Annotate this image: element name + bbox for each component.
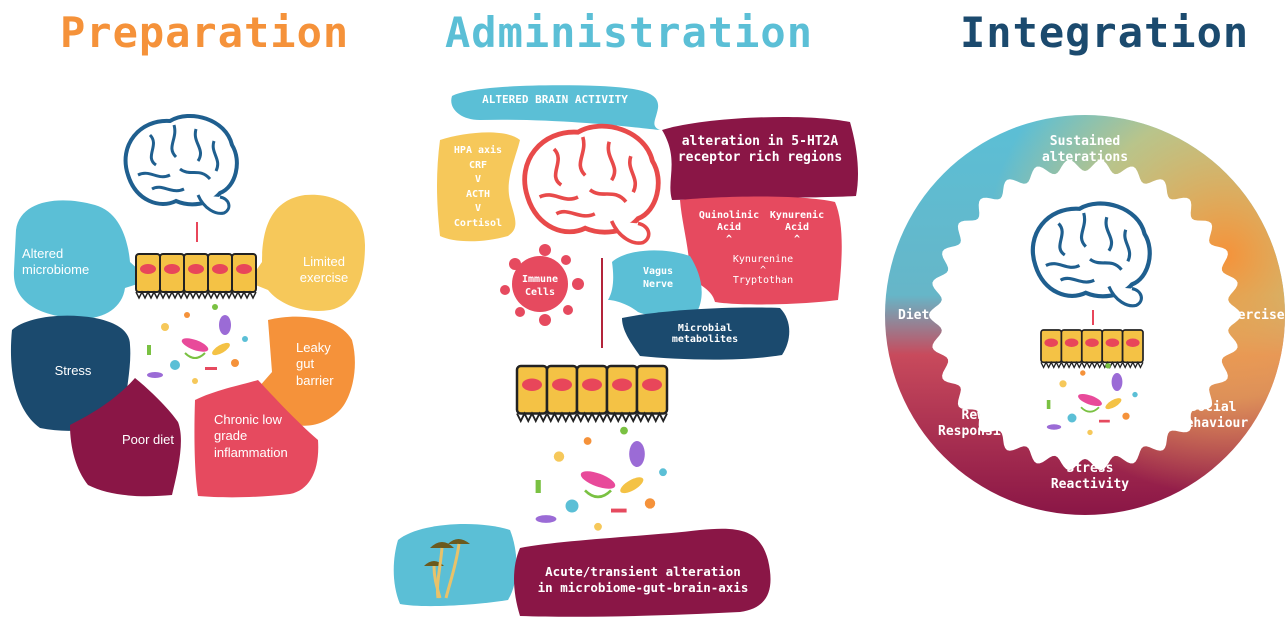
label-hpa-axis: HPA axis CRF V ACTH V Cortisol bbox=[453, 145, 503, 229]
label-sustained: Sustained alterations bbox=[1041, 134, 1129, 166]
label-reward: Reward Responsivity bbox=[938, 408, 1032, 440]
vagus-nerve-blob bbox=[608, 250, 702, 317]
integration-title: Integration bbox=[960, 8, 1250, 57]
altered-microbiome-blob bbox=[13, 200, 151, 319]
prep-microbiome-icon bbox=[146, 303, 249, 385]
label-limited-exercise: Limited exercise bbox=[299, 254, 349, 286]
leaky-gut-blob bbox=[258, 316, 355, 426]
label-stress-reactivity: Stress Reactivity bbox=[1050, 461, 1130, 493]
label-diet: Diet bbox=[898, 308, 930, 323]
integration-inner-circle bbox=[929, 159, 1241, 471]
prep-gut-cells bbox=[135, 253, 257, 299]
label-immune-cells: Immune Cells bbox=[521, 274, 559, 298]
label-poor-diet: Poor diet bbox=[121, 432, 175, 447]
label-microbial-metabolites: Microbial metabolites bbox=[671, 323, 739, 345]
integration-gut-cells bbox=[1040, 329, 1144, 369]
label-altered-brain-activity: ALTERED BRAIN ACTIVITY bbox=[482, 93, 628, 106]
prep-brain-icon bbox=[123, 113, 239, 216]
label-kynurenic: Kynurenic Acid ^ bbox=[769, 210, 825, 245]
limited-exercise-blob bbox=[248, 194, 365, 311]
label-exercise: Exercise bbox=[1222, 308, 1285, 323]
label-leaky-gut: Leaky gut barrier bbox=[296, 340, 334, 388]
administration-title: Administration bbox=[445, 8, 814, 57]
acute-alteration-blob bbox=[514, 528, 771, 617]
label-kynurenine: Kynurenine ^ Tryptothan bbox=[732, 254, 794, 286]
receptor-blob bbox=[662, 116, 858, 200]
kynurenine-blob bbox=[680, 196, 842, 305]
label-vagus-nerve: Vagus Nerve bbox=[642, 266, 674, 290]
microbial-metabolites-blob bbox=[622, 307, 790, 360]
immune-cells-cluster bbox=[500, 244, 584, 326]
label-altered-microbiome: Altered microbiome bbox=[22, 246, 90, 278]
admin-brain-icon bbox=[525, 126, 659, 243]
integration-brain-icon bbox=[1033, 204, 1150, 306]
mushroom-icon bbox=[424, 539, 470, 599]
label-social: Social Behaviour bbox=[1177, 400, 1249, 432]
altered-brain-activity-blob bbox=[451, 85, 660, 130]
admin-gut-cells bbox=[515, 364, 669, 423]
integration-panel bbox=[885, 115, 1285, 515]
preparation-title: Preparation bbox=[60, 8, 350, 57]
label-quinolinic: Quinolinic Acid ^ bbox=[698, 210, 760, 245]
preparation-panel bbox=[10, 113, 365, 498]
label-chronic: Chronic low grade inflammation bbox=[214, 412, 288, 460]
administration-panel bbox=[393, 85, 858, 617]
hpa-axis-blob bbox=[437, 132, 520, 242]
admin-microbiome-icon bbox=[534, 425, 669, 533]
stress-blob bbox=[10, 315, 131, 431]
label-stress: Stress bbox=[54, 363, 92, 378]
label-acute: Acute/transient alteration in microbiome… bbox=[537, 564, 749, 595]
chronic-blob bbox=[194, 380, 319, 498]
label-receptor: alteration in 5-HT2A receptor rich regio… bbox=[677, 134, 843, 166]
poor-diet-blob bbox=[70, 378, 181, 497]
